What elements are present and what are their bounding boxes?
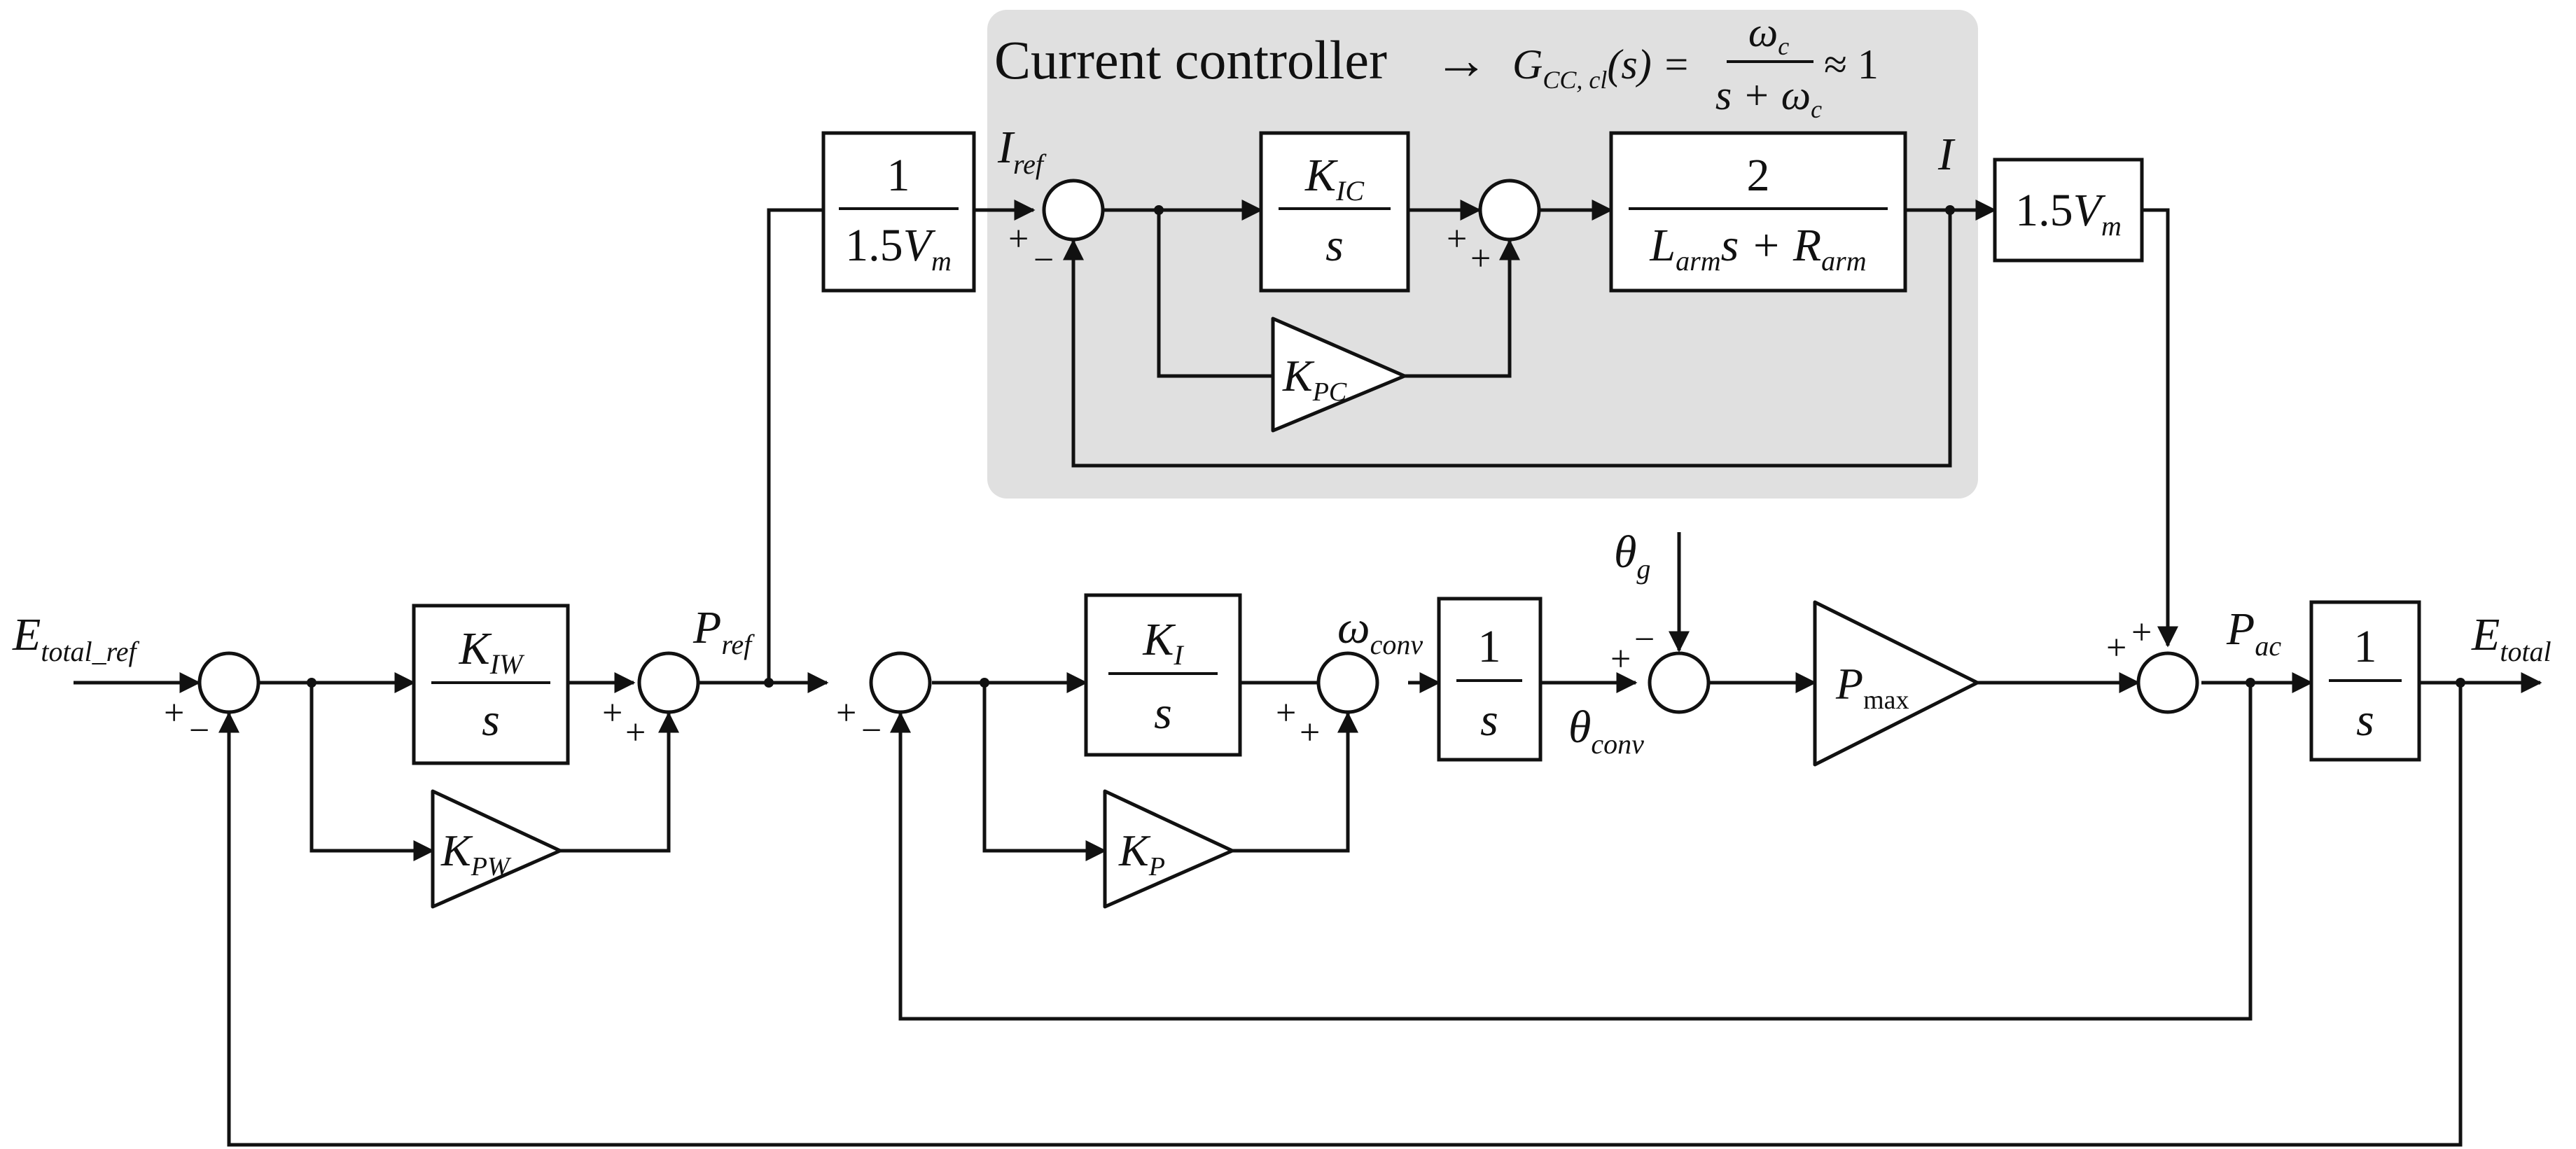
junction-dot (307, 678, 316, 688)
label-p-ref: Pref (692, 602, 755, 660)
summing-junction-current-error (1042, 179, 1105, 242)
label-theta-g: θg (1614, 527, 1650, 585)
summing-junction-power-error (869, 651, 932, 714)
junction-dot (2246, 678, 2255, 688)
summing-junction-power-ref (637, 651, 700, 714)
junction-dot (2456, 678, 2465, 688)
junction-dot (764, 678, 774, 688)
gain-kpc: KPC (1271, 316, 1407, 433)
plus-sign: + (1610, 639, 1631, 679)
label-theta-conv: θconv (1568, 702, 1644, 760)
svg-text:1: 1 (887, 150, 910, 201)
minus-sign: − (189, 711, 209, 751)
svg-text:Larms + Rarm: Larms + Rarm (1649, 220, 1866, 277)
formula-numerator: ωc (1748, 9, 1789, 60)
plus-sign: + (625, 713, 646, 753)
block-inverse-vm: 1 1.5Vm (821, 131, 976, 293)
block-arm-plant: 2 Larms + Rarm (1609, 131, 1907, 293)
plus-sign: + (836, 693, 856, 733)
plus-sign: + (1470, 239, 1491, 279)
gain-pmax: Pmax (1813, 600, 1979, 767)
minus-sign: − (1033, 240, 1054, 280)
junction-dot (1154, 205, 1164, 215)
gain-kpw: KPW (431, 789, 562, 909)
svg-text:1: 1 (1478, 621, 1501, 672)
junction-dot (980, 678, 989, 688)
block-vm-gain: 1.5Vm (1993, 158, 2144, 263)
svg-text:1.5Vm: 1.5Vm (2015, 185, 2122, 242)
label-e-total: Etotal (2471, 609, 2551, 667)
arrow-right-icon: → (1434, 29, 1489, 90)
svg-text:KPW: KPW (440, 826, 512, 882)
current-controller-title: Current controller → GCC, cl(s) = ωc s +… (994, 9, 1879, 123)
plus-sign: + (164, 693, 184, 733)
plus-sign: + (1276, 693, 1296, 733)
svg-text:s: s (1325, 220, 1344, 271)
plus-sign: + (1008, 219, 1029, 259)
svg-text:2: 2 (1747, 150, 1770, 201)
svg-text:KPC: KPC (1282, 351, 1347, 407)
plus-sign: + (1447, 219, 1467, 259)
svg-text:s: s (2356, 695, 2374, 746)
block-kiw-integral: KIW s (412, 604, 570, 765)
summing-junction-omega (1316, 651, 1379, 714)
svg-text:KI: KI (1142, 614, 1184, 671)
svg-text:s: s (1480, 695, 1498, 746)
minus-sign: − (861, 711, 882, 751)
current-controller-label: Current controller (994, 29, 1387, 90)
svg-text:KP: KP (1118, 826, 1165, 882)
summing-junction-energy (197, 651, 260, 714)
plus-sign: + (2131, 613, 2152, 653)
plus-sign: + (2106, 628, 2126, 668)
junction-dot (1945, 205, 1955, 215)
transfer-function-formula: GCC, cl(s) = (1512, 41, 1690, 94)
gain-kp: KP (1103, 789, 1234, 909)
label-p-ac: Pac (2226, 604, 2281, 662)
svg-text:s: s (482, 695, 500, 746)
svg-text:KIC: KIC (1304, 150, 1365, 207)
plus-sign: + (1300, 713, 1320, 753)
formula-approx: ≈ 1 (1824, 41, 1879, 88)
summing-junction-pac (2136, 651, 2199, 714)
plus-sign: + (602, 693, 622, 733)
summing-junction-current-pi (1478, 179, 1541, 242)
label-i-ref: Iref (997, 122, 1047, 180)
label-omega-conv: ωconv (1337, 602, 1423, 660)
svg-text:1: 1 (2354, 621, 2377, 672)
block-integrator-energy: 1 s (2309, 600, 2421, 762)
block-ki-integral: KI s (1084, 593, 1242, 757)
block-kic-integral: KIC s (1259, 131, 1410, 293)
label-i: I (1937, 129, 1956, 180)
label-e-total-ref: Etotal_ref (12, 609, 140, 667)
svg-text:s: s (1154, 688, 1172, 739)
formula-denominator: s + ωc (1715, 72, 1822, 123)
block-integrator-theta: 1 s (1437, 597, 1543, 762)
svg-text:Pmax: Pmax (1835, 659, 1909, 715)
minus-sign: − (1634, 620, 1655, 660)
svg-text:1.5Vm: 1.5Vm (845, 220, 952, 277)
summing-junction-theta (1648, 651, 1711, 714)
sign-labels: + − + + + − + + + − + + + − + + (164, 219, 2152, 753)
junction-dots (307, 205, 2465, 688)
svg-text:KIW: KIW (459, 623, 525, 680)
